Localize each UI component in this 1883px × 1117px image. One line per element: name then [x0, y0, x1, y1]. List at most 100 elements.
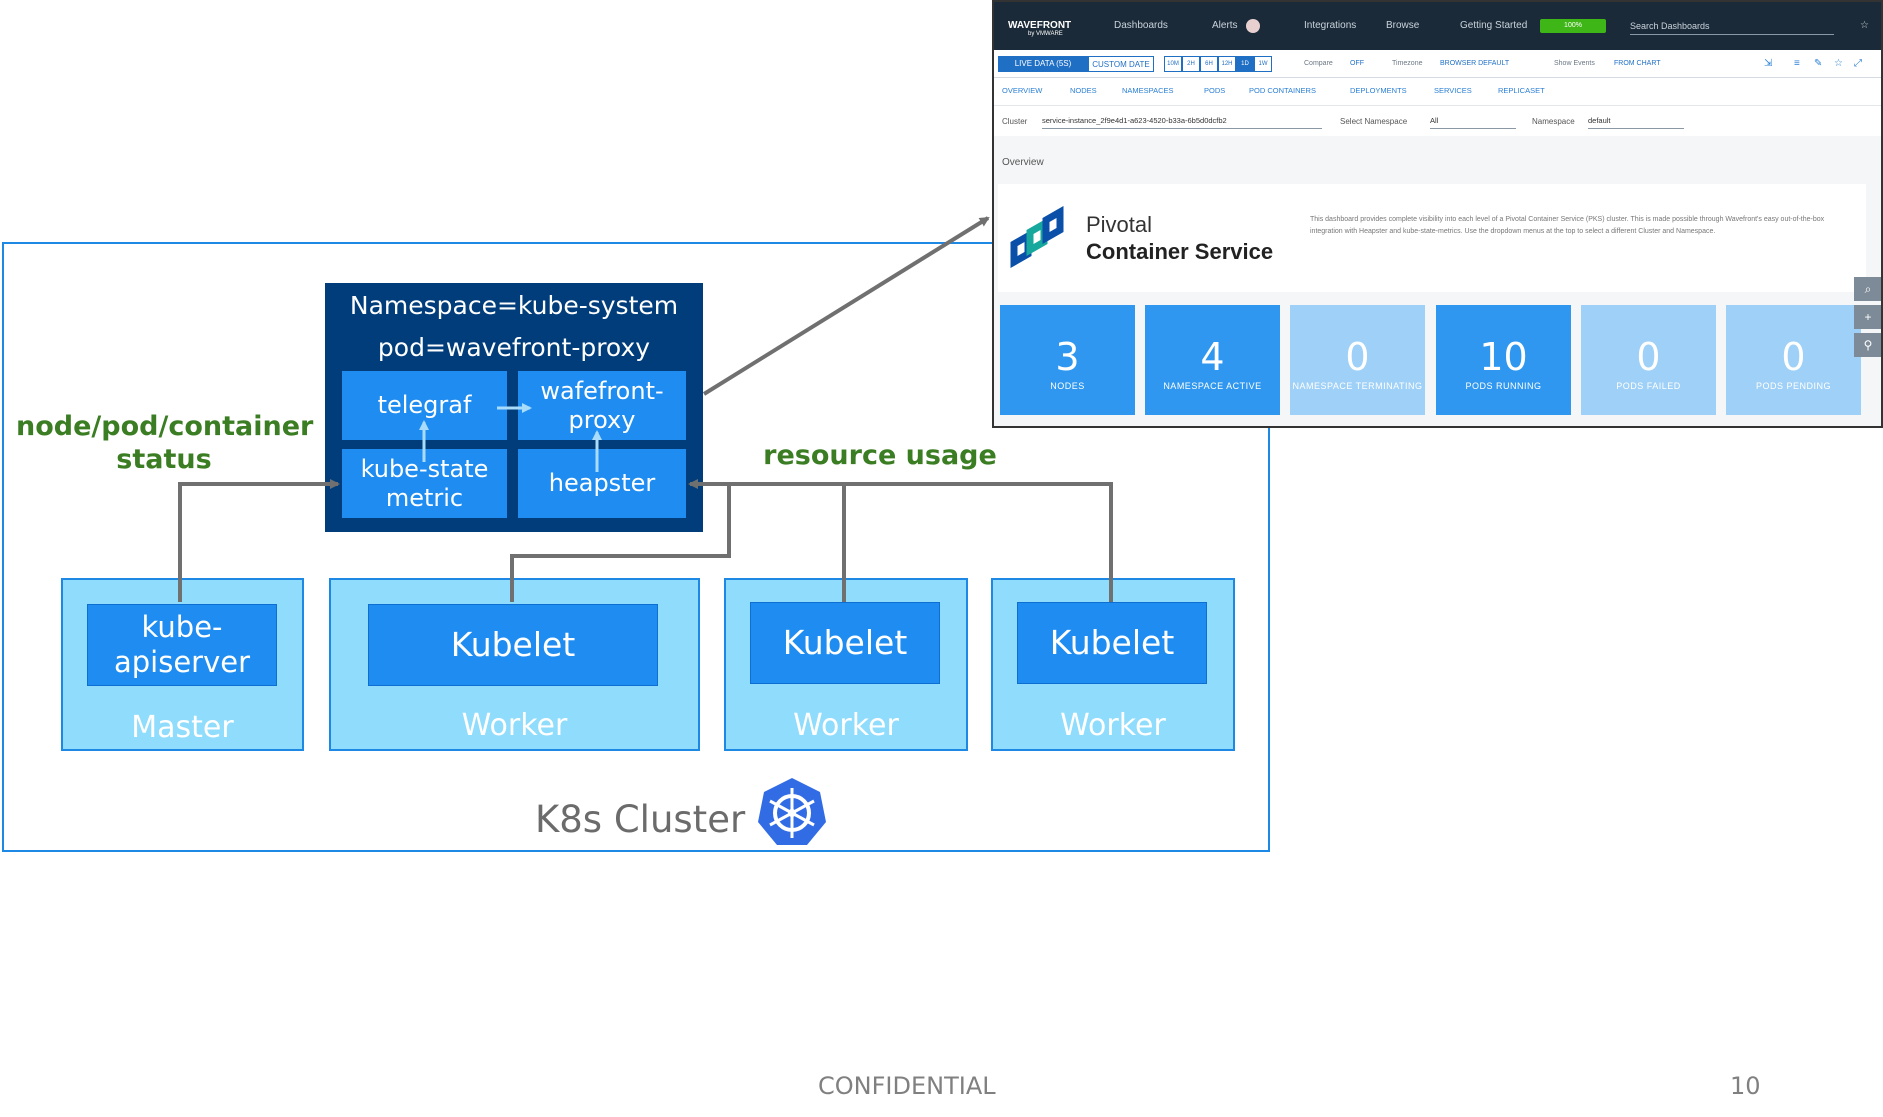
edit-icon[interactable]: ✎ — [1814, 58, 1823, 69]
kubelet-label-3: Kubelet — [1049, 623, 1175, 663]
select-namespace-label: Select Namespace — [1340, 117, 1408, 126]
kube-apiserver-box: kube-apiserver — [87, 604, 277, 686]
stat-value-namespace-terminating: 0 — [1345, 335, 1370, 379]
tab-namespaces[interactable]: NAMESPACES — [1122, 86, 1174, 95]
stat-tile-pods-pending[interactable]: 0 PODS PENDING — [1726, 305, 1861, 415]
pcs-description: This dashboard provides complete visibil… — [1310, 216, 1825, 235]
time-range-12h[interactable]: 12H — [1218, 56, 1236, 72]
zoom-search-icon[interactable]: ⌕ — [1854, 277, 1881, 301]
time-range-6h[interactable]: 6H — [1200, 56, 1218, 72]
time-range-10m[interactable]: 10M — [1164, 56, 1182, 72]
kubelets-to-heapster-arrows — [510, 479, 1113, 602]
stat-label-namespace-terminating: NAMESPACE TERMINATING — [1292, 381, 1423, 391]
tab-pod-containers[interactable]: POD CONTAINERS — [1249, 86, 1316, 95]
time-range-group: 10M 2H 6H 12H 1D 1W — [1164, 56, 1272, 72]
master-to-kube-state-arrow — [178, 479, 340, 602]
proxy-to-dashboard-arrow — [702, 216, 990, 396]
namespace-filter-select[interactable]: default — [1588, 114, 1684, 129]
kubelet-label-1: Kubelet — [450, 625, 576, 665]
time-range-1d[interactable]: 1D — [1236, 56, 1254, 72]
stat-tile-namespace-active[interactable]: 4 NAMESPACE ACTIVE — [1145, 305, 1280, 415]
brand-name: WAVEFRONT — [1008, 20, 1072, 31]
stat-value-namespace-active: 4 — [1200, 335, 1225, 379]
custom-date-button[interactable]: CUSTOM DATE — [1088, 56, 1154, 72]
pcs-info-panel: Pivotal Container Service This dashboard… — [998, 184, 1866, 292]
namespace-title: Namespace=kube-system — [349, 291, 679, 320]
menu-icon[interactable]: ≡ — [1794, 58, 1800, 69]
tab-replicaset[interactable]: REPLICASET — [1498, 86, 1545, 95]
link-icon[interactable]: ⚲ — [1854, 333, 1881, 357]
share-icon[interactable]: ⇲ — [1764, 58, 1773, 69]
tab-overview[interactable]: OVERVIEW — [1002, 86, 1043, 95]
dashboard-top-nav: WAVEFRONT by VMWARE Dashboards Alerts In… — [994, 2, 1881, 50]
tab-deployments[interactable]: DEPLOYMENTS — [1350, 86, 1407, 95]
star-icon[interactable]: ☆ — [1860, 20, 1869, 31]
stat-tile-pods-running[interactable]: 10 PODS RUNNING — [1436, 305, 1571, 415]
nav-dashboards[interactable]: Dashboards — [1114, 20, 1168, 31]
kubelet-box-3: Kubelet — [1017, 602, 1207, 684]
stat-tile-pods-failed[interactable]: 0 PODS FAILED — [1581, 305, 1716, 415]
stat-label-nodes: NODES — [1050, 381, 1085, 391]
kube-apiserver-label: kube-apiserver — [113, 610, 251, 679]
worker-node-1: Kubelet Worker — [329, 578, 700, 751]
nav-integrations[interactable]: Integrations — [1304, 20, 1357, 31]
show-events-label: Show Events — [1554, 60, 1595, 67]
node-pod-status-annotation: node/pod/container status — [16, 411, 314, 475]
master-label: Master — [131, 710, 234, 745]
heapster-box: heapster — [518, 449, 686, 518]
tab-nodes[interactable]: NODES — [1070, 86, 1097, 95]
k8s-cluster-label: K8s Cluster — [535, 798, 746, 841]
dashboard-filters: Cluster service-instance_2f9e4d1-a623-45… — [994, 106, 1881, 136]
resource-usage-annotation: resource usage — [763, 440, 997, 471]
stat-label-pods-failed: PODS FAILED — [1616, 381, 1681, 391]
tab-pods[interactable]: PODS — [1204, 86, 1226, 95]
nav-alerts[interactable]: Alerts — [1212, 20, 1238, 31]
add-icon[interactable]: + — [1854, 305, 1881, 329]
expand-icon[interactable]: ⤢ — [1854, 58, 1862, 69]
stat-value-pods-running: 10 — [1479, 335, 1528, 379]
worker-node-3: Kubelet Worker — [991, 578, 1235, 751]
telegraf-label: telegraf — [377, 391, 472, 420]
stat-tile-nodes[interactable]: 3 NODES — [1000, 305, 1135, 415]
kubelet-box-2: Kubelet — [750, 602, 940, 684]
timezone-value[interactable]: BROWSER DEFAULT — [1440, 60, 1510, 67]
time-range-1w[interactable]: 1W — [1254, 56, 1272, 72]
kubelet-box-1: Kubelet — [368, 604, 658, 686]
kube-state-metric-box: kube-state metric — [342, 449, 507, 518]
alerts-indicator-icon — [1246, 19, 1260, 33]
pcs-name-line2: Container Service — [1086, 239, 1274, 264]
worker-node-2: Kubelet Worker — [724, 578, 968, 751]
pivotal-container-service-logo-icon — [1010, 206, 1064, 269]
kubernetes-logo-icon — [758, 778, 826, 845]
wavefront-proxy-box: wafefront-proxy — [518, 371, 686, 440]
stat-tile-namespace-terminating[interactable]: 0 NAMESPACE TERMINATING — [1290, 305, 1425, 415]
time-range-2h[interactable]: 2H — [1182, 56, 1200, 72]
pod-title: pod=wavefront-proxy — [377, 333, 651, 362]
namespace-filter-label: Namespace — [1532, 117, 1575, 126]
compare-value[interactable]: OFF — [1350, 60, 1364, 67]
tab-services[interactable]: SERVICES — [1434, 86, 1472, 95]
cluster-filter-label: Cluster — [1002, 117, 1028, 126]
heapster-label: heapster — [548, 469, 656, 498]
stat-value-pods-failed: 0 — [1636, 335, 1661, 379]
time-controls-bar: LIVE DATA (5S) CUSTOM DATE 10M 2H 6H 12H… — [994, 50, 1881, 78]
worker-label-3: Worker — [1060, 708, 1166, 743]
stat-label-namespace-active: NAMESPACE ACTIVE — [1163, 381, 1262, 391]
select-namespace-select[interactable]: All — [1430, 114, 1516, 129]
kube-state-metric-label: kube-state metric — [360, 454, 489, 512]
compare-label: Compare — [1304, 60, 1333, 67]
dashboard-search-input[interactable]: Search Dashboards — [1630, 18, 1834, 35]
timezone-label: Timezone — [1392, 60, 1423, 67]
getting-started-progress: 100% — [1540, 19, 1606, 33]
stat-label-pods-running: PODS RUNNING — [1465, 381, 1542, 391]
nav-getting-started[interactable]: Getting Started — [1460, 20, 1528, 31]
cluster-filter-select[interactable]: service-instance_2f9e4d1-a623-4520-b33a-… — [1042, 114, 1322, 129]
nav-browse[interactable]: Browse — [1386, 20, 1420, 31]
overview-section-toggle[interactable]: Overview — [1002, 157, 1044, 168]
live-data-button[interactable]: LIVE DATA (5S) — [998, 56, 1088, 72]
favorite-icon[interactable]: ☆ — [1834, 58, 1843, 69]
show-events-value[interactable]: FROM CHART — [1614, 60, 1661, 67]
worker-label-1: Worker — [461, 708, 568, 743]
wavefront-logo: WAVEFRONT by VMWARE — [1008, 2, 1071, 50]
